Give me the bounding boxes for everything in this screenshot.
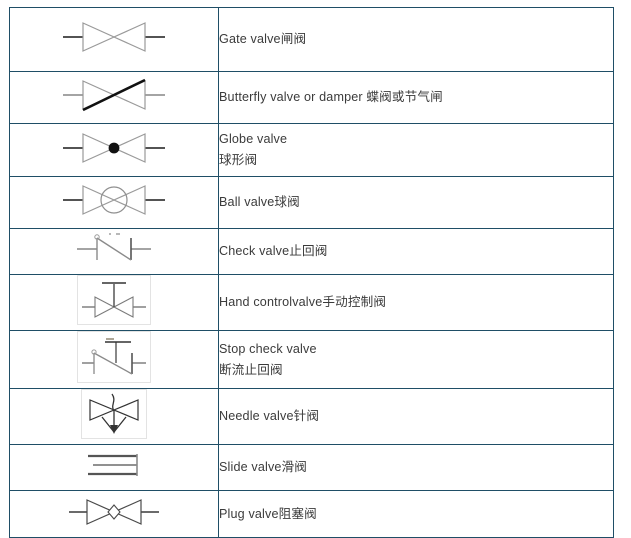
label-text: Slide valve滑阀 [219,460,308,475]
table-row: Slide valve滑阀 [9,444,614,491]
symbol-cell [9,123,219,177]
butterfly-valve-symbol [55,74,173,116]
valve-table-body: Gate valve闸阀 Butterfly valve or damper 蝶… [9,7,614,538]
symbol-cell [9,176,219,229]
label-text: Plug valve阻塞阀 [219,506,317,521]
table-row: Butterfly valve or damper 蝶阀或节气闸 [9,71,614,124]
label-cell: Ball valve球阀 [218,176,614,229]
label-text: Check valve止回阀 [219,244,328,259]
table-row: Hand controlvalve手动控制阀 [9,274,614,331]
symbol-cell [9,274,219,331]
symbol-cell [9,444,219,491]
plug-valve-symbol [55,493,173,531]
label-cell: Butterfly valve or damper 蝶阀或节气闸 [218,71,614,124]
table-row: Globe valve 球形阀 [9,123,614,177]
label-cell: Check valve止回阀 [218,228,614,275]
label-text: Stop check valve [219,341,317,356]
label-cell: Globe valve 球形阀 [218,123,614,177]
gate-valve-symbol [55,16,173,58]
label-text: Gate valve闸阀 [219,32,307,47]
label-text: Globe valve [219,132,288,147]
label-text-secondary: 球形阀 [219,153,258,167]
symbol-cell [9,330,219,389]
label-cell: Plug valve阻塞阀 [218,490,614,538]
symbol-cell [9,388,219,445]
label-cell: Needle valve针阀 [218,388,614,445]
label-text: Hand controlvalve手动控制阀 [219,295,387,310]
valve-symbol-table: Gate valve闸阀 Butterfly valve or damper 蝶… [9,7,614,538]
symbol-cell [9,71,219,124]
label-text-secondary: 断流止回阀 [219,362,283,377]
label-text: Ball valve球阀 [219,195,300,210]
table-row: Stop check valve 断流止回阀 [9,330,614,389]
table-row: Check valve止回阀 [9,228,614,275]
symbol-cell [9,490,219,538]
label-text: Butterfly valve or damper 蝶阀或节气闸 [219,90,443,105]
ball-valve-symbol [55,179,173,221]
label-text: Needle valve针阀 [219,409,320,424]
label-cell: Hand controlvalve手动控制阀 [218,274,614,331]
table-row: Needle valve针阀 [9,388,614,445]
hand-control-valve-symbol [77,275,151,325]
symbol-cell [9,228,219,275]
label-cell: Slide valve滑阀 [218,444,614,491]
globe-valve-symbol [55,127,173,169]
slide-valve-symbol [64,447,164,483]
table-row: Gate valve闸阀 [9,7,614,72]
table-row: Plug valve阻塞阀 [9,490,614,538]
stop-check-valve-symbol [77,331,151,383]
label-cell: Stop check valve 断流止回阀 [218,330,614,389]
label-cell: Gate valve闸阀 [218,7,614,72]
check-valve-symbol [55,229,173,269]
symbol-cell [9,7,219,72]
needle-valve-symbol [81,389,147,439]
table-row: Ball valve球阀 [9,176,614,229]
